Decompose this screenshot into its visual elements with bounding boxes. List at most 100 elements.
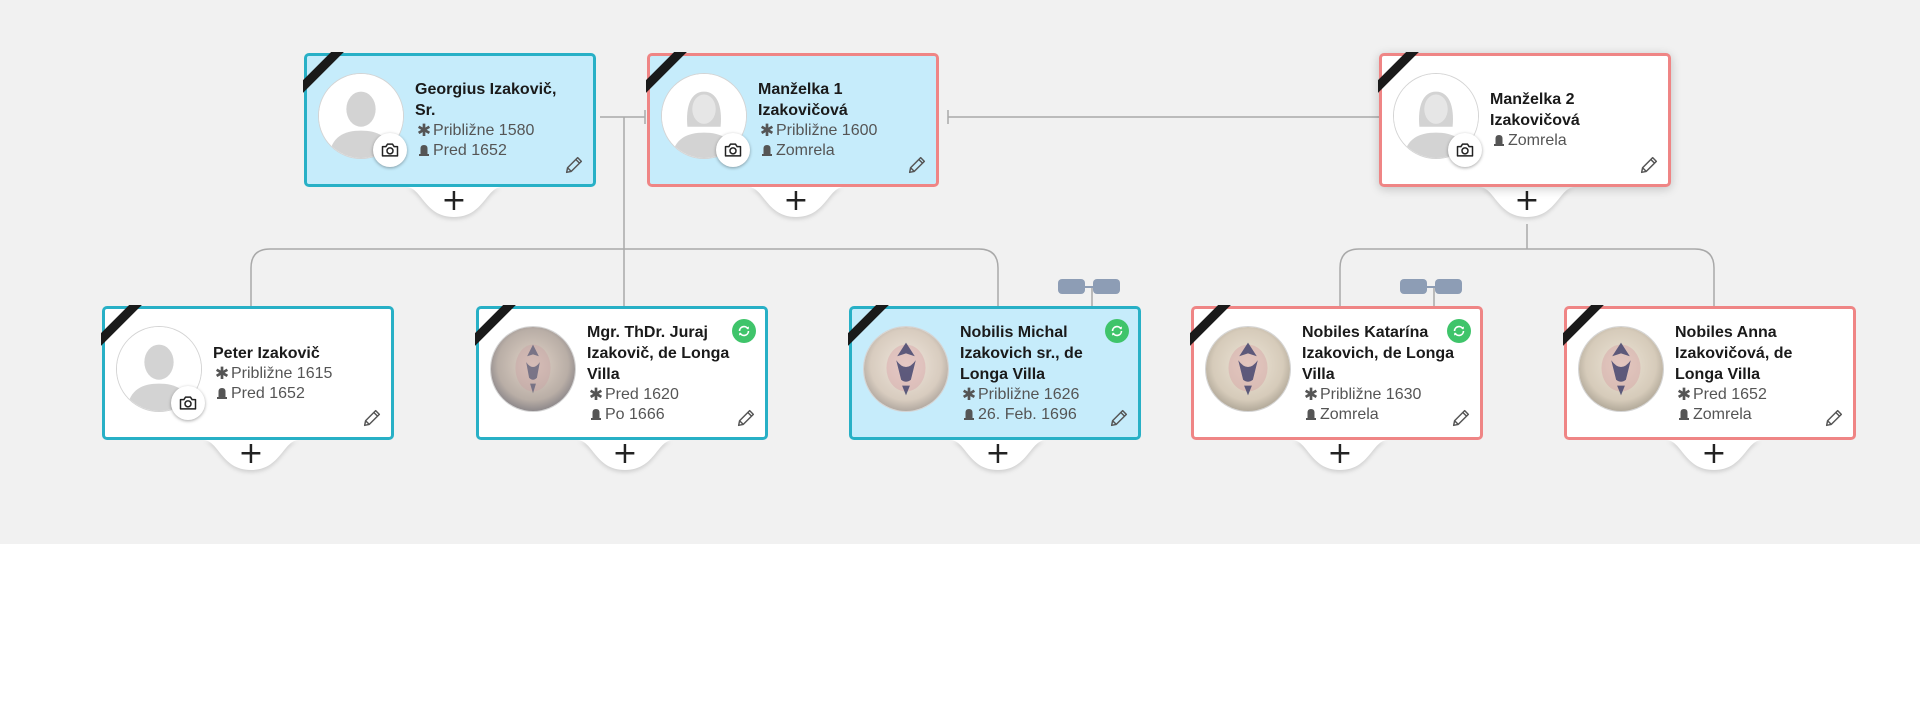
birth-icon: ✱ (759, 121, 775, 140)
death-line: Po 1666 (587, 405, 751, 425)
add-relative-button[interactable]: + (577, 436, 673, 476)
plus-icon: + (441, 183, 467, 218)
camera-icon[interactable] (1448, 133, 1482, 167)
death-line: Pred 1652 (415, 141, 579, 161)
edit-pencil-icon[interactable] (1638, 154, 1660, 176)
avatar-placeholder-female (661, 73, 747, 159)
partner-link-icon[interactable] (1400, 279, 1462, 297)
tree-connectors (250, 110, 1715, 306)
person-name[interactable]: Mgr. ThDr. Juraj Izakovič, de Longa Vill… (587, 323, 730, 383)
birth-line: ✱Približne 1580 (415, 121, 579, 141)
tombstone-icon (415, 141, 433, 161)
person-name[interactable]: Nobilis Michal Izakovich sr., de Longa V… (960, 323, 1083, 383)
tombstone-icon (1675, 405, 1693, 425)
plus-icon: + (612, 436, 638, 471)
birth-icon: ✱ (416, 121, 432, 140)
person-card[interactable]: Mgr. ThDr. Juraj Izakovič, de Longa Vill… (476, 306, 768, 440)
coat-of-arms-photo[interactable] (1205, 326, 1291, 412)
person-name[interactable]: Manželka 2 Izakovičová (1490, 91, 1580, 129)
person-card[interactable]: Nobilis Michal Izakovich sr., de Longa V… (849, 306, 1141, 440)
death-date: Zomrela (1320, 405, 1379, 423)
sync-icon[interactable] (732, 319, 756, 343)
edit-pencil-icon[interactable] (906, 154, 928, 176)
edit-pencil-icon[interactable] (735, 407, 757, 429)
death-line: Zomrela (1675, 405, 1839, 425)
camera-icon[interactable] (716, 133, 750, 167)
birth-line: ✱Približne 1626 (960, 385, 1124, 405)
birth-date: Pred 1652 (1693, 385, 1767, 403)
tombstone-icon (758, 141, 776, 161)
tombstone-icon (587, 405, 605, 425)
coat-of-arms-photo[interactable] (863, 326, 949, 412)
person-name[interactable]: Peter Izakovič (213, 344, 320, 362)
edit-pencil-icon[interactable] (1450, 407, 1472, 429)
birth-icon: ✱ (961, 384, 977, 404)
death-line: Pred 1652 (213, 384, 377, 404)
add-relative-button[interactable]: + (406, 183, 502, 223)
partner-link-icon[interactable] (1058, 279, 1120, 297)
death-line: Zomrela (758, 141, 922, 161)
birth-line: ✱Približne 1615 (213, 364, 377, 384)
death-date: Zomrela (776, 142, 835, 159)
person-card[interactable]: Georgius Izakovič, Sr. ✱Približne 1580 P… (304, 53, 596, 187)
birth-line: ✱Približne 1630 (1302, 385, 1466, 405)
death-date: 26. Feb. 1696 (978, 405, 1077, 423)
add-relative-button[interactable]: + (950, 436, 1046, 476)
person-card[interactable]: Peter Izakovič ✱Približne 1615 Pred 1652 (102, 306, 394, 440)
birth-line: ✱Približne 1600 (758, 121, 922, 141)
plus-icon: + (985, 436, 1011, 471)
birth-date: Pred 1620 (605, 385, 679, 403)
person-card[interactable]: Nobiles Katarína Izakovich, de Longa Vil… (1191, 306, 1483, 440)
birth-date: Približne 1580 (433, 122, 535, 139)
birth-date: Približne 1615 (231, 364, 333, 382)
edit-pencil-icon[interactable] (1108, 407, 1130, 429)
death-date: Pred 1652 (433, 142, 507, 159)
sync-icon[interactable] (1105, 319, 1129, 343)
birth-icon: ✱ (1676, 384, 1692, 404)
edit-pencil-icon[interactable] (563, 154, 585, 176)
person-name[interactable]: Nobiles Anna Izakovičová, de Longa Villa (1675, 323, 1793, 383)
camera-icon[interactable] (373, 133, 407, 167)
death-date: Zomrela (1508, 132, 1567, 149)
person-name[interactable]: Nobiles Katarína Izakovich, de Longa Vil… (1302, 323, 1455, 383)
birth-date: Približne 1630 (1320, 385, 1422, 403)
edit-pencil-icon[interactable] (361, 407, 383, 429)
plus-icon: + (1701, 436, 1727, 471)
add-relative-button[interactable]: + (203, 436, 299, 476)
birth-date: Približne 1600 (776, 122, 878, 139)
birth-icon: ✱ (214, 363, 230, 383)
sync-icon[interactable] (1447, 319, 1471, 343)
add-relative-button[interactable]: + (1479, 186, 1575, 223)
birth-line: ✱Pred 1652 (1675, 385, 1839, 405)
family-tree-canvas[interactable]: + + + + + + + + Georgius Izakovič, Sr. ✱… (0, 0, 1920, 544)
death-line: Zomrela (1490, 131, 1654, 151)
coat-of-arms-photo[interactable] (1578, 326, 1664, 412)
death-date: Zomrela (1693, 405, 1752, 423)
coat-of-arms-photo[interactable] (490, 326, 576, 412)
person-name[interactable]: Manželka 1 Izakovičová (758, 81, 848, 119)
person-card[interactable]: Manželka 1 Izakovičová ✱Približne 1600 Z… (647, 53, 939, 187)
camera-icon[interactable] (171, 386, 205, 420)
death-line: 26. Feb. 1696 (960, 405, 1124, 425)
person-card[interactable]: Manželka 2 Izakovičová Zomrela (1379, 53, 1671, 187)
birth-icon: ✱ (588, 384, 604, 404)
add-relative-button[interactable]: + (1292, 436, 1388, 476)
add-relative-button[interactable]: + (1666, 436, 1762, 476)
death-date: Pred 1652 (231, 384, 305, 402)
add-relative-button[interactable]: + (748, 183, 844, 223)
death-line: Zomrela (1302, 405, 1466, 425)
tombstone-icon (960, 405, 978, 425)
person-card[interactable]: Nobiles Anna Izakovičová, de Longa Villa… (1564, 306, 1856, 440)
person-name[interactable]: Georgius Izakovič, Sr. (415, 81, 557, 119)
death-date: Po 1666 (605, 405, 665, 423)
tombstone-icon (213, 384, 231, 404)
plus-icon: + (783, 183, 809, 218)
tombstone-icon (1302, 405, 1320, 425)
birth-line: ✱Pred 1620 (587, 385, 751, 405)
plus-icon: + (238, 436, 264, 471)
birth-icon: ✱ (1303, 384, 1319, 404)
plus-icon: + (1327, 436, 1353, 471)
birth-date: Približne 1626 (978, 385, 1080, 403)
edit-pencil-icon[interactable] (1823, 407, 1845, 429)
tombstone-icon (1490, 131, 1508, 151)
